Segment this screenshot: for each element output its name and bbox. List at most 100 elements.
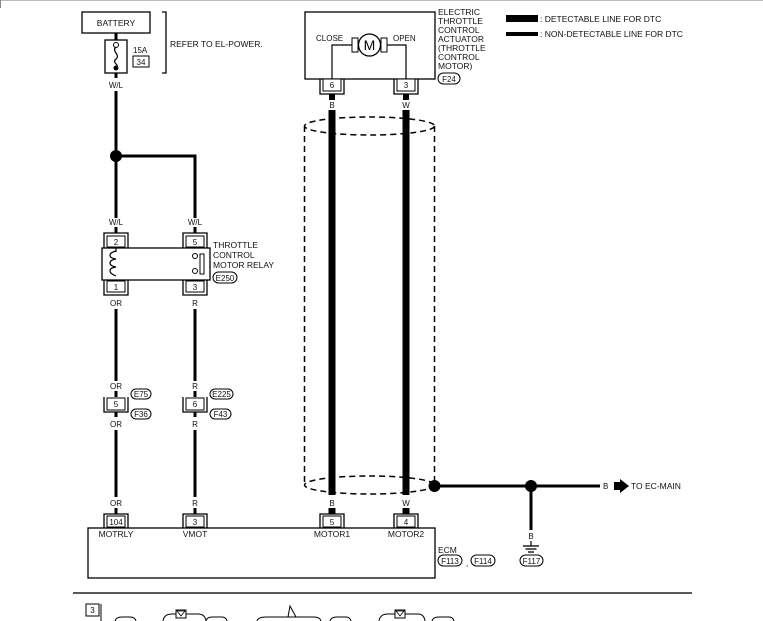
pin-box bbox=[322, 78, 342, 92]
ground-connector-badge bbox=[519, 554, 544, 567]
pin-bracket bbox=[103, 232, 129, 248]
fuse-terminal-bottom bbox=[113, 65, 119, 71]
actuator-wire-left: B bbox=[329, 101, 334, 110]
ecm-pin-5: 5 bbox=[330, 518, 335, 527]
ecm-box bbox=[87, 527, 436, 579]
connector-outline bbox=[329, 616, 352, 621]
connector-badge bbox=[209, 408, 232, 420]
relay-pin-1: 1 bbox=[114, 283, 119, 292]
to-ec-main[interactable]: TO EC-MAIN bbox=[631, 481, 681, 491]
pin-box bbox=[185, 280, 205, 293]
connector-views: 3 bbox=[85, 603, 455, 621]
shield-top-ellipse bbox=[303, 116, 436, 136]
joint-right-pin: 6 bbox=[193, 400, 198, 409]
relay-pin-2: 2 bbox=[114, 238, 119, 247]
actuator-wire-right: W bbox=[402, 101, 410, 110]
connector-latch-icon bbox=[395, 610, 405, 617]
battery-label: BATTERY bbox=[97, 18, 136, 28]
ecm-pin-3: 3 bbox=[193, 518, 198, 527]
shielded-cable bbox=[303, 110, 436, 495]
ecm-block: OR R B W 104 3 5 4 MOTRLY VMOT MOTOR1 MO… bbox=[87, 499, 496, 579]
relay-contact-bottom bbox=[192, 268, 198, 274]
connector-badge bbox=[130, 408, 152, 420]
pin-box bbox=[106, 397, 126, 411]
battery-block: BATTERY 15A 34 REFER TO EL-POWER. W/L bbox=[81, 11, 263, 90]
pin-bracket bbox=[393, 513, 419, 528]
pin-box bbox=[185, 397, 205, 411]
connector-key-icon bbox=[287, 604, 297, 618]
actuator-name-2: THROTTLE bbox=[438, 16, 483, 26]
motor-relay: W/L W/L 2 5 1 3 OR R THROTTLE CONTROL MO… bbox=[101, 218, 274, 308]
pin-bracket bbox=[182, 232, 208, 248]
ecm-wire-motrly: OR bbox=[110, 499, 122, 508]
legend-detectable-text: : DETECTABLE LINE FOR DTC bbox=[540, 14, 661, 24]
legend-detectable-swatch bbox=[506, 15, 538, 22]
ecm-pin-104: 104 bbox=[109, 518, 123, 527]
ecm-connector-2[interactable]: F114 bbox=[474, 557, 492, 566]
connector-latch-icon bbox=[176, 610, 186, 617]
relay-wire-top-left: W/L bbox=[109, 218, 124, 227]
footer-number: 3 bbox=[90, 606, 95, 615]
relay-coil-icon bbox=[109, 250, 117, 277]
pin-box bbox=[185, 235, 205, 248]
joint-left-conn-top: E75 bbox=[134, 390, 149, 399]
motor-symbol: M bbox=[364, 37, 376, 53]
actuator-open-label: OPEN bbox=[393, 34, 416, 43]
relay-name-1: THROTTLE bbox=[213, 240, 258, 250]
joint-left-pin: 5 bbox=[114, 400, 119, 409]
pin-bracket bbox=[103, 513, 129, 528]
ecm-connector-1[interactable]: F113 bbox=[441, 557, 459, 566]
relay-contact-top bbox=[192, 253, 198, 259]
relay-wire-top-right: W/L bbox=[188, 218, 203, 227]
fuse-number-box bbox=[132, 55, 150, 68]
actuator-name-5: (THROTTLE bbox=[438, 43, 486, 53]
connector-outline bbox=[256, 616, 322, 621]
refer-text: REFER TO EL-POWER. bbox=[170, 39, 263, 49]
motor-lead-right bbox=[387, 44, 407, 80]
actuator-name-3: CONTROL bbox=[438, 25, 480, 35]
refer-bracket bbox=[162, 11, 167, 74]
connector-outline bbox=[205, 616, 228, 621]
relay-body bbox=[101, 247, 211, 281]
legend-non-detectable-swatch bbox=[506, 32, 538, 36]
ecm-terminal-vmot: VMOT bbox=[183, 529, 208, 539]
relay-connector-badge bbox=[212, 271, 238, 284]
ecm-connector-badge bbox=[470, 554, 496, 567]
ecm-terminal-motor2: MOTOR2 bbox=[388, 529, 424, 539]
relay-pin-5: 5 bbox=[193, 238, 198, 247]
ground-wire-color: B bbox=[528, 532, 533, 541]
relay-connector: E250 bbox=[216, 274, 235, 283]
actuator-name-4: ACTUATOR bbox=[438, 34, 484, 44]
motor-lead-left bbox=[331, 44, 352, 80]
relay-name-2: CONTROL bbox=[213, 250, 255, 260]
relay-name-3: MOTOR RELAY bbox=[213, 260, 274, 270]
fuse-terminal-top bbox=[113, 42, 119, 48]
connector-badge bbox=[209, 388, 234, 400]
relay-feed-wire bbox=[116, 154, 197, 218]
ecm-wire-vmot: R bbox=[192, 499, 198, 508]
pin-box bbox=[106, 280, 126, 293]
joint-right-conn-top: E225 bbox=[212, 390, 231, 399]
joint-connector-right: R 6 E225 F43 R bbox=[182, 382, 234, 429]
ecm-connector-badge bbox=[437, 554, 463, 567]
actuator-pin-6: 6 bbox=[330, 81, 335, 90]
connector-outline bbox=[114, 616, 137, 621]
joint-left-wire-bottom: OR bbox=[110, 420, 122, 429]
ecm-wire-motor2: W bbox=[402, 499, 410, 508]
ground-connector[interactable]: F117 bbox=[523, 557, 541, 566]
relay-switch-icon bbox=[199, 253, 205, 275]
pin-box bbox=[106, 515, 126, 528]
pin-bracket bbox=[182, 513, 208, 528]
pin-box bbox=[106, 235, 126, 248]
actuator-name-6: CONTROL bbox=[438, 52, 480, 62]
throttle-actuator: CLOSE OPEN M 6 3 B W ELECTRIC THROTTLE C… bbox=[304, 7, 486, 110]
relay-wire-bottom-right: R bbox=[192, 299, 198, 308]
pin-box bbox=[396, 78, 416, 92]
relay-pin-3: 3 bbox=[193, 283, 198, 292]
legend-non-detectable-text: : NON-DETECTABLE LINE FOR DTC bbox=[540, 29, 683, 39]
joint-left-conn-bottom: F36 bbox=[134, 410, 148, 419]
joint-right-conn-bottom: F43 bbox=[214, 410, 228, 419]
shield-bottom-ellipse bbox=[303, 475, 436, 495]
joint-right-wire-bottom: R bbox=[192, 420, 198, 429]
